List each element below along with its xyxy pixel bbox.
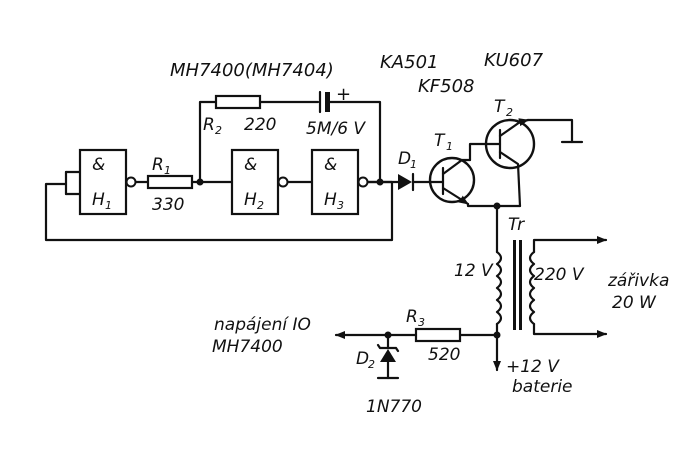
lamp-label-line2: 20 W	[612, 293, 657, 313]
gate-h3-index: 3	[337, 199, 344, 212]
transformer-tr: Tr 12 V 220 V	[454, 202, 608, 372]
r2-name: R	[203, 115, 215, 135]
gate-h1-index: 1	[105, 199, 112, 212]
capacitor-value: 5M/6 V	[306, 119, 366, 139]
tr-secondary-voltage: 220 V	[534, 265, 585, 285]
supply-label-line1: napájení IO	[214, 315, 311, 335]
d2-index: 2	[368, 358, 375, 371]
r2-index: 2	[215, 124, 222, 137]
transistor-t1: T 1	[428, 131, 476, 206]
transistor-t2: T 2	[468, 97, 584, 208]
d1-index: 1	[410, 158, 417, 171]
t1-index: 1	[446, 140, 453, 153]
gate-h1-name: H	[92, 190, 105, 210]
tr-name: Tr	[508, 215, 525, 235]
diode-type-label: KA501	[380, 52, 438, 73]
resistor-r1: R 1 330	[134, 155, 234, 215]
gate-h1: & H 1	[78, 148, 137, 216]
gate-h2-index: 2	[257, 199, 264, 212]
capacitor-c1: + 5M/6 V	[306, 84, 382, 184]
gate-h3-symbol: &	[324, 155, 337, 175]
diode-d1: D 1	[366, 149, 432, 192]
gate-h2: & H 2	[230, 148, 289, 216]
r1-name: R	[152, 155, 164, 175]
gate-h3-name: H	[324, 190, 337, 210]
zener-type: 1N770	[366, 397, 422, 417]
r2-value: 220	[244, 115, 276, 135]
resistor-r2-branch: R 2 220	[198, 94, 320, 184]
resistor-r3: R 3 520	[334, 307, 499, 365]
battery-voltage: +12 V	[506, 357, 560, 377]
t2-index: 2	[506, 106, 513, 119]
capacitor-polarity: +	[336, 84, 351, 105]
r1-index: 1	[164, 164, 171, 177]
t1-type-label: KF508	[418, 76, 475, 97]
gate-h3: & H 3	[310, 148, 369, 216]
r3-index: 3	[418, 316, 425, 329]
r3-name: R	[406, 307, 418, 327]
r1-value: 330	[152, 195, 184, 215]
d1-name: D	[398, 149, 411, 169]
zener-d2: D 2 1N770	[356, 333, 422, 417]
gate-h1-symbol: &	[92, 155, 105, 175]
t1-name: T	[434, 131, 446, 151]
supply-label-line2: MH7400	[212, 337, 283, 357]
lamp-label-line1: zářivka	[607, 271, 669, 291]
t2-name: T	[494, 97, 506, 117]
gate-h2-symbol: &	[244, 155, 257, 175]
battery-label: baterie	[512, 377, 573, 397]
t2-type-label: KU607	[484, 50, 544, 71]
gate-h2-name: H	[244, 190, 257, 210]
tr-primary-voltage: 12 V	[454, 261, 494, 281]
r3-value: 520	[428, 345, 460, 365]
ic-type-label: MH7400(MH7404)	[170, 60, 334, 81]
d2-name: D	[356, 349, 369, 369]
